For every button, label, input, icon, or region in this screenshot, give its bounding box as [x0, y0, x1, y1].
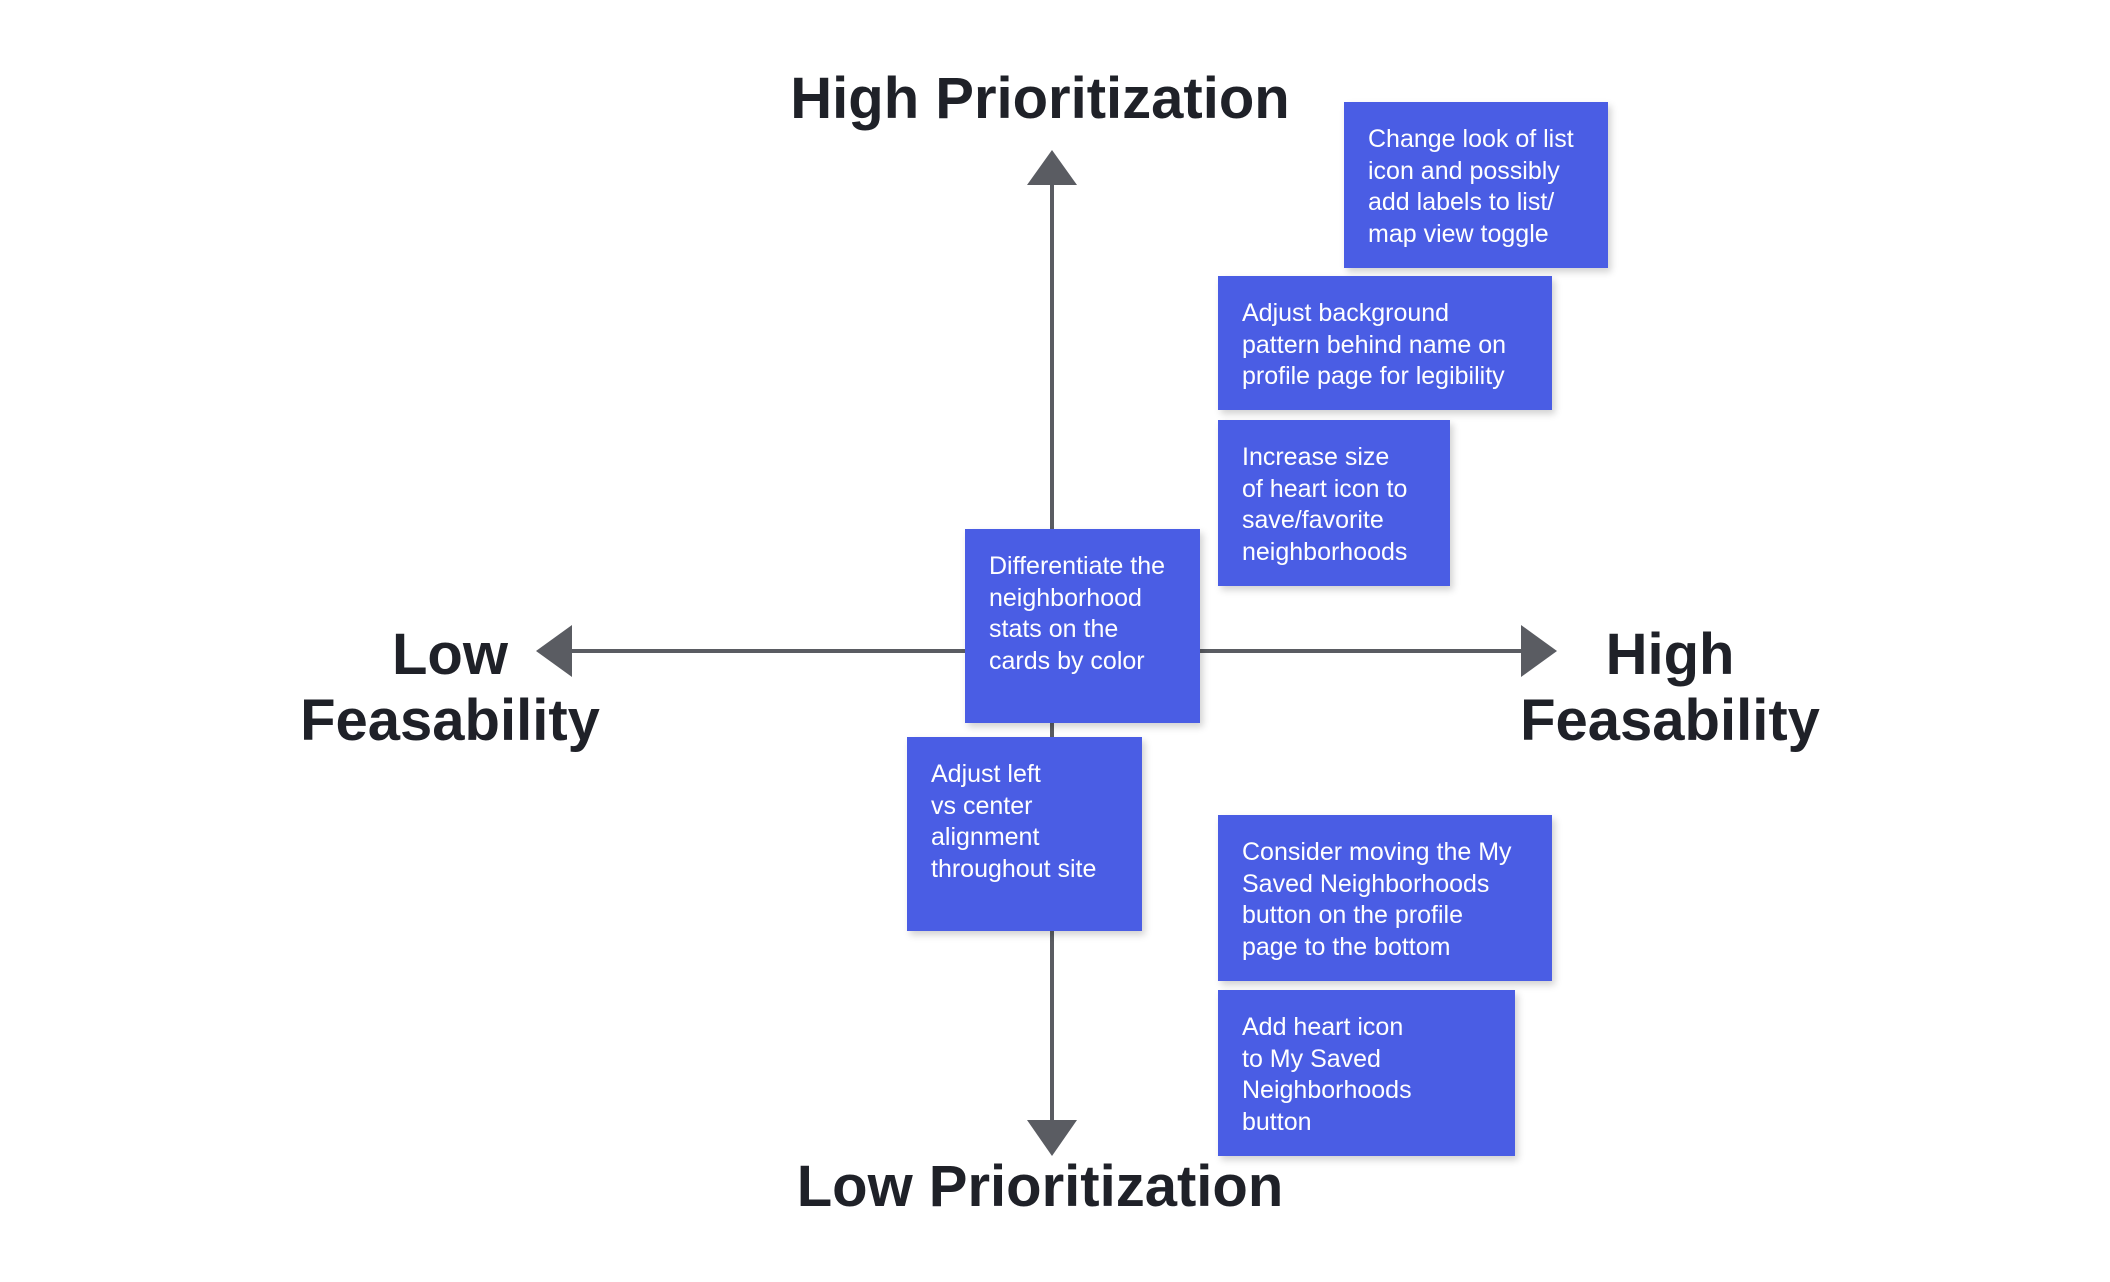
arrow-down-icon: [1027, 1120, 1077, 1156]
sticky-note-background-pattern[interactable]: Adjust background pattern behind name on…: [1218, 276, 1552, 410]
sticky-note-move-saved-button[interactable]: Consider moving the My Saved Neighborhoo…: [1218, 815, 1552, 981]
low-feasability-label-line-1: Low: [392, 622, 508, 687]
high-feasability-label: High Feasability: [1470, 622, 1870, 754]
sticky-note-heart-icon-size[interactable]: Increase size of heart icon to save/favo…: [1218, 420, 1450, 586]
high-feasability-label-line-1: High: [1605, 622, 1735, 687]
high-feasability-label-line-2: Feasability: [1520, 688, 1820, 753]
high-prioritization-label: High Prioritization: [790, 66, 1290, 131]
low-prioritization-label: Low Prioritization: [796, 1154, 1284, 1219]
sticky-note-heart-on-saved-button[interactable]: Add heart icon to My Saved Neighborhoods…: [1218, 990, 1515, 1156]
low-feasability-label: Low Feasability: [250, 622, 650, 754]
arrow-left-icon: [536, 625, 572, 677]
sticky-note-alignment[interactable]: Adjust left vs center alignment througho…: [907, 737, 1142, 931]
arrow-up-icon: [1027, 150, 1077, 185]
sticky-note-stats-color[interactable]: Differentiate the neighborhood stats on …: [965, 529, 1200, 723]
arrow-right-icon: [1521, 625, 1557, 677]
sticky-note-list-toggle[interactable]: Change look of list icon and possibly ad…: [1344, 102, 1608, 268]
low-feasability-label-line-2: Feasability: [300, 688, 600, 753]
